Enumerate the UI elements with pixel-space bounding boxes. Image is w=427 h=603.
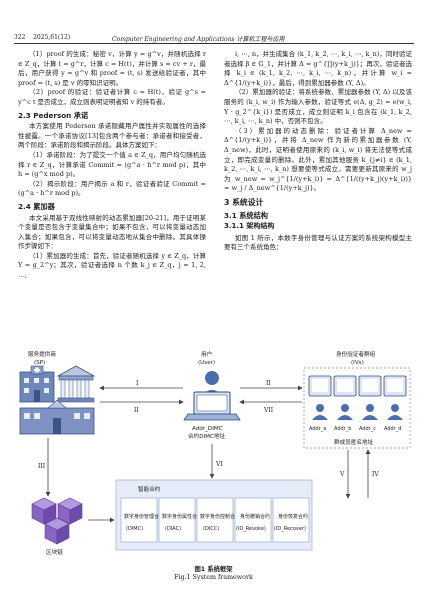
paragraph-commit-phase: （1）承诺阶段：为了提交一个值 a ∈ Z_q，用户均匀随机选择 r ∈ Z_q… — [18, 150, 206, 179]
figure-caption-cn: 图1 系统框架 — [194, 566, 233, 573]
contract-recover-name: 身份恢复合约 — [278, 513, 308, 520]
contract-dicc-name: 数字身份控制合约 — [200, 513, 240, 520]
user-subtitle: (User) — [198, 360, 215, 366]
figure-canvas: 服务提供商 (SP) — [19, 350, 411, 556]
section-heading-system-design: 3 系统设计 — [224, 197, 264, 207]
contract-dimc-name: 数字身份管理合约 — [124, 513, 164, 520]
page-number-and-issue: 322 2025,61(12) — [14, 34, 71, 41]
contract-recover-code: (ID_Recover) — [274, 526, 306, 532]
section-heading-architecture: 3.1.1 架构结构 — [224, 222, 275, 231]
paragraph-proof-generation: （1）proof 的生成：秘密 v，计算 y = g^v，并随机选择 r ∈ Z… — [18, 50, 206, 87]
smart-contract-title: 智能合约 — [138, 485, 161, 493]
sp-title: 服务提供商 — [28, 350, 56, 358]
paragraph-accumulator-verify: （2）累加器的验证：将系统参数、累加器参数 (Y, Δ) 以及该服务的 (k_i… — [224, 88, 412, 126]
paragraph-accumulator-setup: i, ⋯, n，并生成集合 (k_1, k_2, ⋯, k_i, ⋯, k_n)… — [224, 50, 412, 87]
contract-dicc: 数字身份控制合约 (DICC) — [196, 497, 240, 543]
addr-a-label: Addr_a — [309, 426, 326, 432]
service-provider-group: 服务提供商 (SP) — [19, 350, 96, 435]
arrows: I II II VII III VI V IV — [38, 380, 379, 499]
contract-revoke-code: (ID_Revoke) — [236, 526, 266, 532]
contract-diac-name: 数字身份属性合约 — [162, 513, 202, 520]
blockchain-icon: 区块链 — [31, 497, 83, 556]
school-building-icon — [19, 399, 95, 435]
arrow-label-ii-right: II — [266, 380, 271, 387]
paragraph-accumulator-delete: （3）累加器的动态删除：验证者计算 Δ_new = Δ^{1/(y+k_i)}，… — [224, 126, 412, 193]
journal-name: Computer Engineering and Applications 计算… — [112, 36, 285, 43]
arrow-label-vii: VII — [263, 407, 274, 414]
verifier-a-icon — [308, 375, 332, 420]
paragraph-accumulator-intro: 本文采用基于双线性映射的动态累加器[20-21]，用于证明某个变量是否包含于变量… — [18, 213, 206, 251]
identity-verifiers-group: 身份验证者群组 (IVs) — [303, 350, 411, 449]
iv-subtitle: (IVs) — [351, 360, 364, 366]
smart-contract-panel: 智能合约 数字身份管理合约 (DIMC) 数字身份属性合约 (DIAC) 数字身… — [115, 479, 313, 551]
contract-diac: 数字身份属性合约 (DIAC) — [158, 497, 202, 543]
arrow-label-i: I — [136, 380, 139, 387]
arrow-label-ii: II — [134, 407, 139, 414]
right-column: i, ⋯, n，并生成集合 (k_1, k_2, ⋯, k_i, ⋯, k_n)… — [224, 50, 412, 253]
iv-group-frame — [303, 367, 411, 449]
section-heading-accumulator: 2.4 累加器 — [18, 201, 55, 211]
group-member-address-label: 群成员匿名地址 — [334, 438, 374, 446]
contract-dimc: 数字身份管理合约 (DIMC) — [120, 497, 164, 543]
arrow-label-v: V — [339, 471, 345, 478]
paragraph-reveal-phase: （2）揭示阶段：用户揭示 a 和 r，验证者验证 Commit = (g^a ·… — [18, 179, 206, 198]
addr-b-label: Addr_b — [334, 426, 351, 432]
verifier-c-icon — [358, 375, 382, 420]
system-framework-figure: 服务提供商 (SP) — [18, 348, 413, 558]
header-rule — [14, 43, 414, 44]
contract-diac-code: (DIAC) — [165, 526, 181, 532]
section-heading-pedersen: 2.3 Pederson 承诺 — [18, 110, 89, 120]
section-heading-system-structure: 3.1 系统结构 — [224, 210, 268, 220]
contract-dicc-code: (DICC) — [203, 526, 219, 532]
addr-c-label: Addr_c — [359, 426, 376, 432]
addr-d-label: Addr_d — [384, 426, 401, 432]
user-laptop-icon — [183, 371, 241, 421]
paragraph-accumulator-generation: （1）累加器的生成：首先，验证者随机选择 y ∈ Z_q，计算 Y = g_2^… — [18, 251, 206, 280]
bank-building-icon — [56, 365, 96, 403]
paragraph-proof-verification: （2）proof 的验证：验证者计算 c = H(t)，验证 g^s = y^c… — [18, 88, 206, 106]
user-contract-address-desc: 合约DIMC地址 — [188, 432, 225, 440]
left-column: （1）proof 的生成：秘密 v，计算 y = g^v，并随机选择 r ∈ Z… — [18, 50, 206, 281]
running-header: 322 2025,61(12) Computer Engineering and… — [14, 34, 414, 44]
contract-id-revoke: 身份撤销合约 (ID_Revoke) — [234, 497, 272, 543]
paragraph-pedersen-intro: 本方案使用 Pederson 承诺隐藏用户属性并实现属性的选择性披露。一个承诺协… — [18, 122, 206, 150]
hospital-building-icon — [19, 365, 55, 403]
verifier-b-icon — [333, 375, 357, 420]
arrow-label-iv: IV — [372, 471, 379, 478]
figure-caption-en: Fig.1 System framework — [174, 574, 253, 581]
blockchain-label: 区块链 — [46, 548, 63, 556]
contract-revoke-name: 身份撤销合约 — [240, 513, 270, 520]
iv-title: 身份验证者群组 — [336, 350, 376, 358]
sp-subtitle: (SP) — [34, 360, 45, 366]
contract-dimc-code: (DIMC) — [126, 526, 143, 532]
user-group: 用户 (User) Addr_DIMC 合约DIMC地址 — [183, 350, 241, 440]
verifier-d-icon — [383, 375, 407, 420]
contract-id-recover: 身份恢复合约 (ID_Recover) — [272, 497, 310, 543]
arrow-label-iii: III — [38, 463, 46, 470]
user-contract-address: Addr_DIMC — [192, 426, 223, 432]
user-title: 用户 — [201, 350, 212, 358]
arrow-label-vi: VI — [215, 461, 223, 468]
paragraph-architecture-intro: 如图 1 所示，本数字身份管理与认证方案的系统架构模型主要有三个系统角色： — [224, 233, 412, 252]
